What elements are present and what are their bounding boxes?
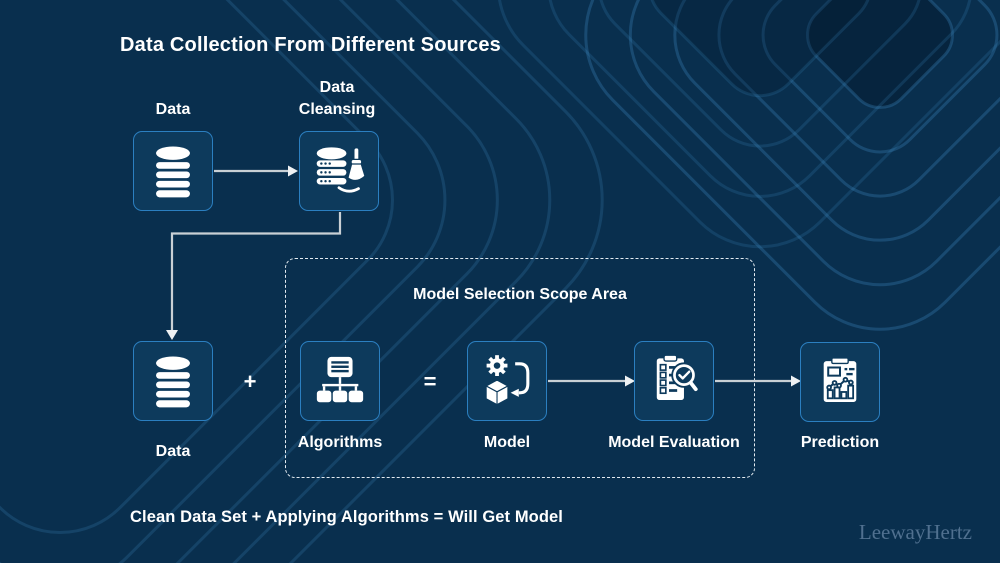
node-label-data-cleansing: Data Cleansing — [298, 79, 376, 118]
watermark-logo: LeewayHertz — [858, 520, 972, 544]
node-clean-data — [133, 341, 213, 421]
node-model-evaluation — [634, 341, 714, 421]
database-broom-icon — [316, 147, 366, 193]
node-label-model: Model — [483, 434, 531, 451]
node-model — [467, 341, 547, 421]
arrow-cleansing-to-cleandata — [170, 212, 342, 330]
equals-operator: = — [423, 369, 437, 394]
model-selection-scope-area: Model Selection Scope Area — [285, 258, 755, 478]
node-data-source — [133, 131, 213, 211]
node-label-data-source: Data — [155, 101, 191, 118]
hierarchy-tree-icon — [316, 356, 364, 403]
chart-report-icon — [823, 357, 857, 402]
checklist-magnifier-icon — [656, 354, 700, 401]
plus-operator: + — [243, 369, 257, 394]
node-prediction — [800, 342, 880, 422]
node-label-model-evaluation: Model Evaluation — [608, 434, 740, 451]
gear-cube-refresh-icon — [485, 355, 530, 406]
node-algorithms — [300, 341, 380, 421]
node-label-clean-data: Data — [155, 443, 191, 460]
node-data-cleansing — [299, 131, 379, 211]
scope-area-title: Model Selection Scope Area — [413, 286, 627, 303]
page-title: Data Collection From Different Sources — [120, 34, 501, 56]
node-label-algorithms: Algorithms — [297, 434, 383, 451]
footer-note: Clean Data Set + Applying Algorithms = W… — [130, 508, 563, 526]
node-label-prediction: Prediction — [800, 434, 880, 451]
arrowhead-right-icon — [288, 165, 298, 177]
database-icon — [156, 356, 190, 408]
arrowhead-down-icon — [166, 330, 178, 340]
database-icon — [156, 146, 190, 198]
